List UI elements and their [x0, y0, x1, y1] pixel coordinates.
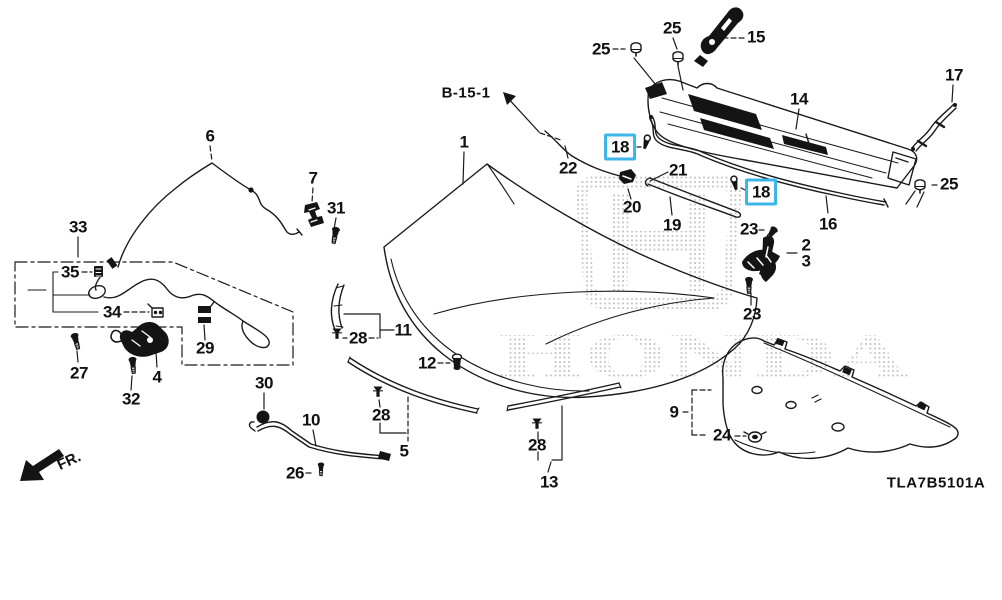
part-callout-28-32[interactable]: 28	[528, 435, 546, 455]
honda-h-logo	[575, 176, 742, 310]
part-callout-30-34[interactable]: 30	[255, 373, 273, 393]
part-callout-4-3[interactable]: 4	[152, 367, 162, 387]
part-callout-7-6[interactable]: 7	[308, 168, 318, 188]
part-5-hood-molding	[347, 356, 480, 414]
part-callout-15-13[interactable]: 15	[747, 27, 765, 47]
part-callout-33-37[interactable]: 33	[69, 217, 87, 237]
part-20-clip	[619, 169, 636, 184]
fr-direction-arrow	[20, 449, 64, 481]
diagram-part-code: TLA7B5101A	[886, 474, 986, 492]
part-callout-28-30[interactable]: 28	[349, 328, 367, 348]
part-29-cable-clip	[198, 301, 215, 323]
part-16-cowl-seal	[649, 115, 889, 208]
part-4-hood-latch	[110, 322, 169, 357]
b-15-1-arrowhead	[503, 92, 516, 105]
part-9-hood-insulator	[721, 337, 959, 460]
part-callout-32-36[interactable]: 32	[122, 389, 140, 409]
part-22-tube	[544, 130, 621, 177]
leader-lines-solid	[76, 37, 954, 473]
part-17-cowl-side-garnish	[911, 103, 957, 152]
part-callout-2-1[interactable]: 2	[801, 235, 811, 255]
part-11-corner-garnish	[330, 283, 345, 331]
part-callout-20-19[interactable]: 20	[623, 197, 641, 217]
part-callout-25-26[interactable]: 25	[663, 18, 681, 38]
part-24-grommet	[743, 431, 767, 443]
part-19-hood-seal	[644, 177, 742, 218]
part-7-latch-striker	[304, 202, 324, 227]
part-callout-27-29[interactable]: 27	[70, 363, 88, 383]
part-callout-25-27[interactable]: 25	[940, 174, 958, 194]
part-callout-26-28[interactable]: 26	[286, 463, 304, 483]
part-callout-13-11[interactable]: 13	[540, 472, 558, 492]
part-2-3-hood-hinge	[742, 235, 780, 282]
part-callout-9-7[interactable]: 9	[669, 402, 679, 422]
part-callout-17-15[interactable]: 17	[945, 65, 963, 85]
part-6-opener-cable	[117, 162, 303, 268]
part-callout-19-18[interactable]: 19	[663, 215, 681, 235]
part-callout-24-24[interactable]: 24	[713, 425, 731, 445]
part-callout-3-2[interactable]: 3	[801, 251, 811, 271]
part-14-cowl-top	[645, 78, 918, 189]
part-callout-34-38[interactable]: 34	[103, 302, 121, 322]
part-callout-22-21[interactable]: 22	[559, 158, 577, 178]
part-callout-18-17[interactable]: 18	[745, 178, 777, 206]
part-callout-29-33[interactable]: 29	[196, 338, 214, 358]
part-callout-28-31[interactable]: 28	[372, 405, 390, 425]
part-10-support-rod	[248, 420, 391, 461]
part-callout-23-23[interactable]: 23	[743, 304, 761, 324]
part-34-cable-clip	[147, 303, 164, 318]
part-callout-35-39[interactable]: 35	[61, 262, 79, 282]
part-callout-10-8[interactable]: 10	[302, 410, 320, 430]
part-callout-23-22[interactable]: 23	[740, 219, 758, 239]
part-13-hood-molding	[506, 382, 622, 412]
part-callout-5-4[interactable]: 5	[399, 441, 409, 461]
part-callout-6-5[interactable]: 6	[205, 126, 215, 146]
leader-lines-dashed	[81, 37, 938, 474]
part-30-rod-grommet	[256, 410, 270, 424]
part-callout-12-10[interactable]: 12	[418, 353, 436, 373]
part-12-cushion-bolt	[451, 353, 463, 370]
part-callout-31-35[interactable]: 31	[327, 198, 345, 218]
part-15-wiper-pivot	[694, 7, 744, 67]
part-33-cable-assembly	[14, 257, 294, 366]
part-callout-1-0[interactable]: 1	[459, 132, 469, 152]
reference-callout-b-15-1[interactable]: B-15-1	[441, 84, 491, 102]
part-callout-11-9[interactable]: 11	[394, 320, 412, 340]
part-callout-14-12[interactable]: 14	[790, 89, 808, 109]
part-callout-25-25[interactable]: 25	[592, 39, 610, 59]
part-callout-16-14[interactable]: 16	[819, 214, 837, 234]
part-35-cable-clamp	[94, 257, 118, 277]
part-callout-21-20[interactable]: 21	[669, 160, 687, 180]
part-callout-18-16[interactable]: 18	[604, 133, 636, 161]
